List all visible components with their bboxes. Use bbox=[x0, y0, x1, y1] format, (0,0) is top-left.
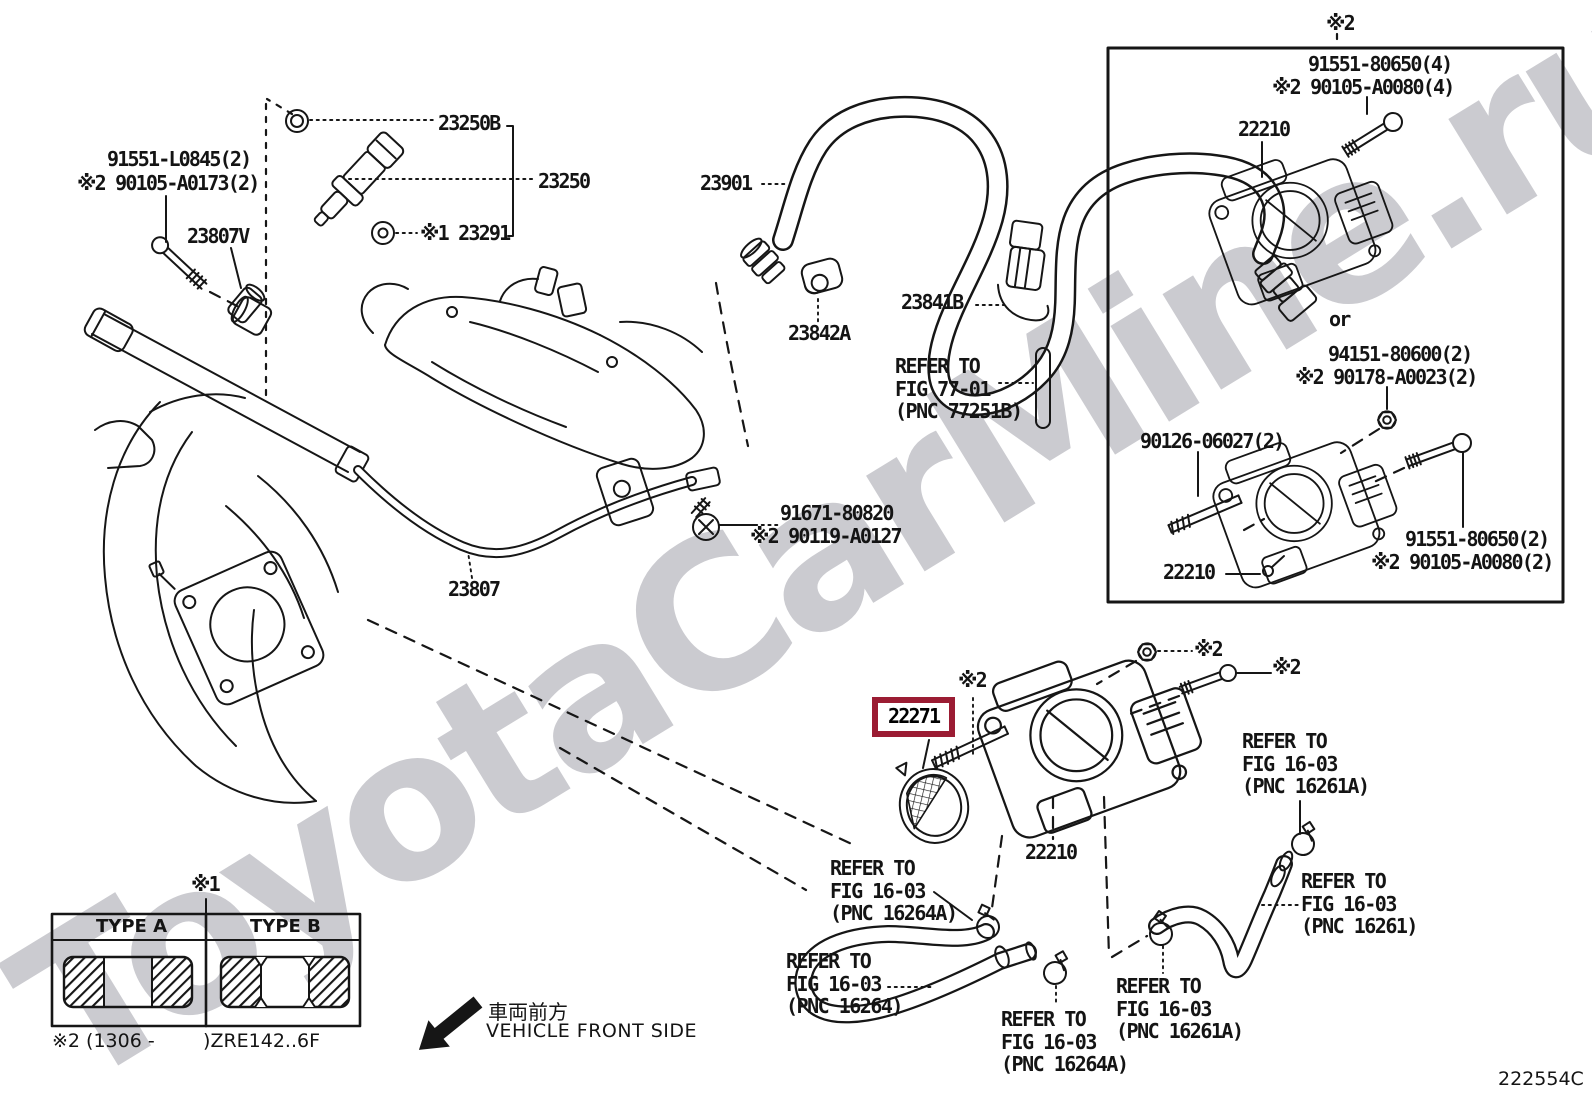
throttle-body-22210 bbox=[931, 623, 1272, 959]
part-label-91551-80650-2: 91551-80650(2) bbox=[1405, 527, 1550, 551]
part-label-22210-box-bottom: 22210 bbox=[1163, 560, 1216, 584]
front-side-en: VEHICLE FRONT SIDE bbox=[486, 1020, 698, 1042]
diagram-code: 222554C bbox=[1498, 1068, 1584, 1090]
table-footnote: ※2 (1306 - )ZRE142..6F bbox=[52, 1030, 321, 1052]
part-label-22210-box-top: 22210 bbox=[1238, 117, 1291, 141]
part-label-23841B: 23841B bbox=[901, 290, 964, 314]
part-23842A-clamp bbox=[800, 257, 844, 325]
part-23807V-union bbox=[227, 247, 266, 324]
part-label-23291: ※1 23291 bbox=[420, 221, 511, 245]
part-label-90105-A0080-4: ※2 90105-A0080(4) bbox=[1272, 75, 1455, 99]
highlighted-part-22271[interactable]: 22271 bbox=[872, 697, 956, 737]
part-label-23901: 23901 bbox=[700, 171, 753, 195]
fuel-rail-23807 bbox=[83, 295, 697, 579]
or-separator: or bbox=[1329, 307, 1351, 331]
refer-fig-16264a-bottom: REFER TO FIG 16-03 (PNC 16264A) bbox=[1001, 1007, 1129, 1076]
part-label-23250: 23250 bbox=[538, 169, 591, 193]
part-label-90105-A0080-2: ※2 90105-A0080(2) bbox=[1371, 550, 1554, 574]
water-bypass-hose-16261 bbox=[1145, 800, 1320, 979]
note-marker-nut: ※2 bbox=[1194, 637, 1224, 661]
part-label-91671-80820: 91671-80820 bbox=[780, 501, 894, 525]
part-label-23250B: 23250B bbox=[438, 111, 501, 135]
refer-7701-pipe bbox=[998, 347, 1051, 429]
refer-fig-16261: REFER TO FIG 16-03 (PNC 16261) bbox=[1301, 869, 1418, 938]
part-label-23807: 23807 bbox=[448, 577, 501, 601]
part-label-91551-L0845: 91551-L0845(2) bbox=[107, 147, 252, 171]
part-label-90126-06027: 90126-06027(2) bbox=[1140, 429, 1285, 453]
part-label-90119-A0127: ※2 90119-A0127 bbox=[750, 524, 903, 548]
note-marker-table: ※1 bbox=[191, 872, 221, 896]
part-label-91551-80650-4: 91551-80650(4) bbox=[1308, 52, 1453, 76]
water-bypass-hose-16264 bbox=[794, 891, 1073, 1024]
surge-tank bbox=[360, 266, 705, 527]
type-legend-table bbox=[50, 898, 362, 1028]
note-marker-bolt: ※2 bbox=[1272, 655, 1302, 679]
refer-fig-16261a-top: REFER TO FIG 16-03 (PNC 16261A) bbox=[1242, 729, 1370, 798]
bolt-91671-80820 bbox=[685, 466, 780, 541]
note-marker-stud: ※2 bbox=[958, 668, 988, 692]
part-label-90105-A0173: ※2 90105-A0173(2) bbox=[77, 171, 260, 195]
part-label-23842A: 23842A bbox=[788, 321, 851, 345]
type-a-header: TYPE A bbox=[96, 916, 167, 937]
part-label-22210-mid: 22210 bbox=[1025, 840, 1078, 864]
refer-fig-16264: REFER TO FIG 16-03 (PNC 16264) bbox=[786, 949, 903, 1018]
part-label-90178-A0023: ※2 90178-A0023(2) bbox=[1295, 365, 1478, 389]
intake-manifold bbox=[94, 393, 339, 804]
refer-fig-16261a-mid: REFER TO FIG 16-03 (PNC 16261A) bbox=[1116, 974, 1244, 1043]
part-label-23807V: 23807V bbox=[187, 224, 250, 248]
refer-fig-7701: REFER TO FIG 77-01 (PNC 77251B) bbox=[895, 354, 1023, 423]
bolt-91551-L0845 bbox=[151, 195, 239, 308]
refer-fig-16264a-top: REFER TO FIG 16-03 (PNC 16264A) bbox=[830, 856, 958, 925]
fuel-injector-23250 bbox=[264, 97, 536, 400]
air-filter-22271 bbox=[366, 618, 970, 892]
vehicle-front-arrow bbox=[418, 996, 483, 1050]
throttle-body-option-box bbox=[1106, 32, 1565, 604]
part-23841B-damper bbox=[975, 219, 1050, 322]
part-label-94151-80600: 94151-80600(2) bbox=[1328, 342, 1473, 366]
front-side-jp: 車両前方 bbox=[488, 1000, 568, 1024]
part-label-22271: 22271 bbox=[888, 704, 941, 728]
fuel-hose-23901 bbox=[714, 95, 1318, 448]
type-b-header: TYPE B bbox=[250, 916, 321, 937]
note-marker-box: ※2 bbox=[1326, 11, 1356, 35]
